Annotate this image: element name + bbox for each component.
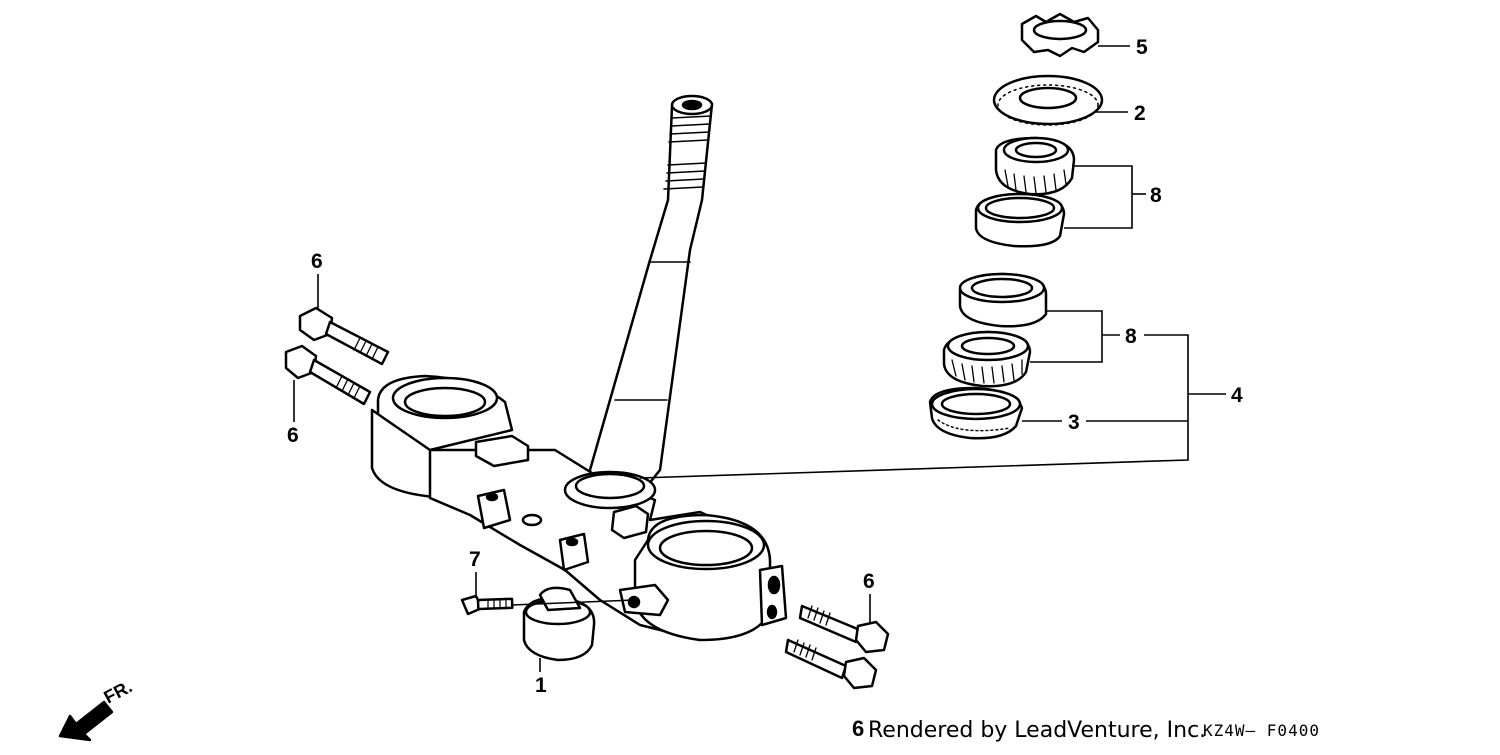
lower-race — [958, 272, 1048, 328]
callout-7: 7 — [469, 548, 481, 571]
leader-lines — [293, 45, 1226, 672]
front-direction-arrow — [58, 700, 114, 742]
callout-3: 3 — [1068, 411, 1080, 434]
render-credit: Rendered by LeadVenture, Inc. — [868, 718, 1207, 743]
callout-1: 1 — [535, 674, 547, 697]
callout-6-stray: 6 — [852, 716, 865, 741]
callout-6-upper-a: 6 — [311, 250, 323, 273]
upper-race — [974, 192, 1066, 248]
callout-5: 5 — [1136, 36, 1148, 59]
callout-2: 2 — [1134, 102, 1146, 125]
stem-nut — [1020, 12, 1100, 58]
callout-6-upper-b: 6 — [287, 424, 299, 447]
lower-bearing — [942, 330, 1032, 388]
dust-seal — [992, 74, 1104, 126]
flange-bolt-lower-a — [798, 604, 890, 654]
callout-8-lower: 8 — [1125, 325, 1137, 348]
flange-bolt-lower-b — [784, 638, 878, 690]
flange-bolt-upper-b — [284, 344, 372, 406]
callout-8-upper: 8 — [1150, 184, 1162, 207]
callout-6-lower: 6 — [863, 570, 875, 593]
upper-bearing — [994, 136, 1076, 196]
hose-clamp — [522, 586, 596, 662]
flange-bolt-upper-a — [298, 306, 390, 366]
callout-4: 4 — [1231, 384, 1243, 407]
steering-stem — [588, 94, 714, 497]
lower-dust-seal — [928, 386, 1024, 440]
lower-triple-clamp — [370, 374, 788, 642]
small-bolt — [460, 594, 514, 616]
diagram-code: KZ4W— F0400 — [1203, 721, 1320, 740]
